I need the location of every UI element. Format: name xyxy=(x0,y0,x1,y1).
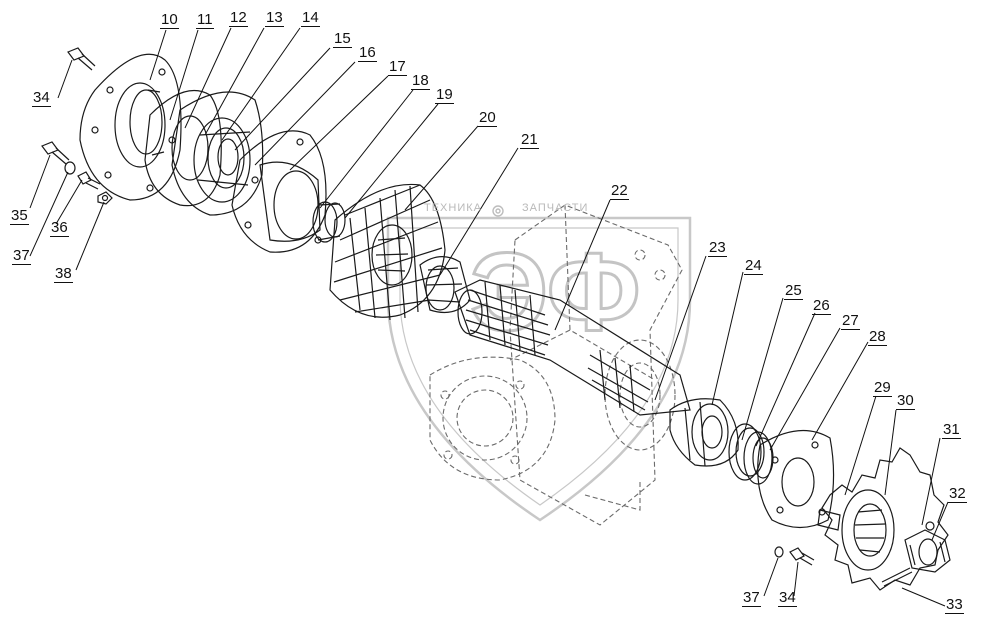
callout-35: 35 xyxy=(10,207,29,225)
part-cotter-pin xyxy=(881,567,913,587)
part-shaft-bearing xyxy=(669,398,739,467)
callout-15: 15 xyxy=(333,30,352,48)
callout-27: 27 xyxy=(841,312,860,330)
part-bearing-housing xyxy=(171,91,264,216)
part-bevel-gear xyxy=(329,183,446,321)
callout-34-top: 34 xyxy=(32,89,51,107)
callout-31: 31 xyxy=(942,421,961,439)
callout-17: 17 xyxy=(388,58,407,76)
callout-30: 30 xyxy=(896,392,915,410)
callout-12: 12 xyxy=(229,9,248,27)
watermark-text-left: ТЕХНИКА xyxy=(424,202,482,214)
callout-21: 21 xyxy=(520,131,539,149)
callout-10: 10 xyxy=(160,11,179,29)
gearbox-housing xyxy=(509,204,683,526)
part-roller-bearing xyxy=(419,256,471,313)
callout-19: 19 xyxy=(435,86,454,104)
part-nut-38 xyxy=(97,191,113,205)
callout-38: 38 xyxy=(54,265,73,283)
part-splined-shaft xyxy=(454,279,691,416)
part-bolt-34-top xyxy=(67,47,96,71)
part-end-flange xyxy=(757,429,835,529)
callout-37-left: 37 xyxy=(12,247,31,265)
callout-36: 36 xyxy=(50,219,69,237)
callout-32: 32 xyxy=(948,485,967,503)
part-washer-37-bottom xyxy=(774,546,784,558)
callout-26: 26 xyxy=(812,297,831,315)
callout-11: 11 xyxy=(196,11,214,29)
gear-icon xyxy=(492,205,504,217)
part-washer-37 xyxy=(64,161,76,175)
callout-20: 20 xyxy=(478,109,497,127)
callout-25: 25 xyxy=(784,282,803,300)
part-retaining-rings xyxy=(728,423,774,485)
callout-29: 29 xyxy=(873,379,892,397)
callout-16: 16 xyxy=(358,44,377,62)
callout-13: 13 xyxy=(265,9,284,27)
callout-34-bottom: 34 xyxy=(778,589,797,607)
watermark-shield xyxy=(386,216,692,522)
part-cover-flange xyxy=(79,53,182,201)
callout-33: 33 xyxy=(945,596,964,614)
callout-28: 28 xyxy=(868,328,887,346)
leader-lines xyxy=(29,27,949,607)
callout-37-bottom: 37 xyxy=(742,589,761,607)
part-spacer-ring xyxy=(312,201,346,243)
part-bolt-35 xyxy=(41,141,70,165)
housing-side-flange xyxy=(429,356,556,481)
part-castle-nut xyxy=(904,521,951,573)
part-bolt-34-bottom xyxy=(789,547,815,566)
callout-22: 22 xyxy=(610,182,629,200)
callout-23: 23 xyxy=(708,239,727,257)
callout-18: 18 xyxy=(411,72,430,90)
watermark-logo-letters: ЭФ xyxy=(470,231,641,354)
callout-24: 24 xyxy=(744,257,763,275)
watermark-text-right: ЗАПЧАСТИ xyxy=(522,202,589,214)
part-sprocket xyxy=(817,447,949,591)
callout-14: 14 xyxy=(301,9,320,27)
housing-rear-flange xyxy=(604,339,676,451)
